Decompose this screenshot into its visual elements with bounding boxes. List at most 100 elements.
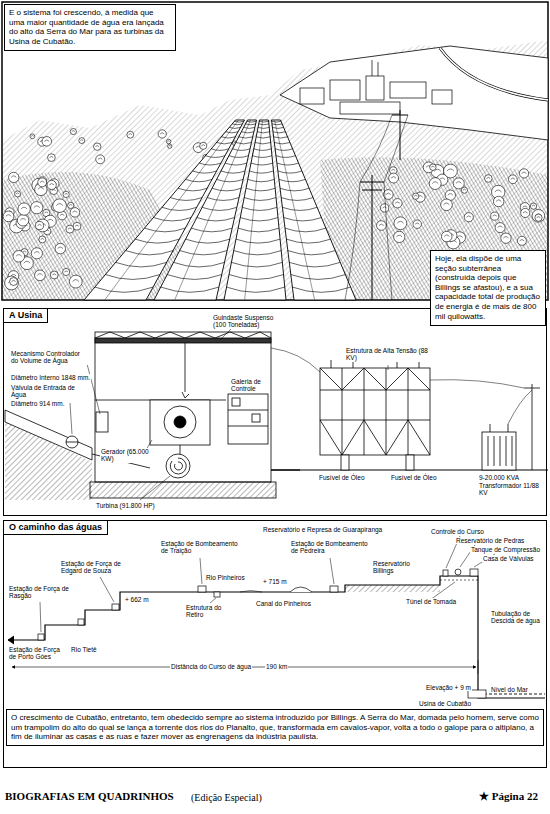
water-profile xyxy=(198,586,206,592)
water-profile xyxy=(112,604,119,610)
power-line xyxy=(345,182,360,300)
tree-canopy xyxy=(464,213,473,222)
tree-canopy xyxy=(498,226,503,228)
water-profile xyxy=(440,580,478,581)
part-label: Estação de Força de Rasgão xyxy=(8,585,70,600)
penstock-pipes xyxy=(272,121,281,123)
tree-canopy xyxy=(415,223,419,224)
penstock-pipes xyxy=(256,137,270,138)
tree-canopy xyxy=(94,143,101,150)
tree-canopy xyxy=(79,138,85,144)
penstock-pipes xyxy=(244,127,255,128)
part-label: Válvula de Entrada de Água xyxy=(10,384,92,399)
plant-section xyxy=(488,436,489,466)
tree-canopy xyxy=(493,215,497,216)
tree-canopy xyxy=(517,236,526,245)
penstock-pipes xyxy=(288,251,335,255)
penstock-pipes xyxy=(277,163,299,165)
tree-canopy xyxy=(65,193,68,195)
penstock-pipes xyxy=(279,179,305,181)
power-line xyxy=(360,115,392,182)
tree-canopy xyxy=(532,205,535,207)
penstock-pipes xyxy=(247,121,256,123)
penstock-pipes xyxy=(254,149,271,151)
tree-canopy xyxy=(10,278,18,286)
part-label: Diâmetro 914 mm. xyxy=(10,400,65,407)
part-label: Rio Pinheiros xyxy=(205,574,246,581)
tree-canopy xyxy=(444,235,449,237)
tree-canopy xyxy=(441,199,453,211)
tree-canopy xyxy=(456,182,462,184)
tree-canopy xyxy=(69,204,72,206)
penstock-pipes xyxy=(234,251,281,255)
plant-section xyxy=(66,442,78,443)
penstock-pipes xyxy=(211,149,228,151)
power-line xyxy=(362,190,382,191)
caption-box: Hoje, ela dispõe de uma seção subterrâne… xyxy=(430,250,546,326)
plant-buildings xyxy=(300,88,324,104)
tree-canopy xyxy=(21,207,27,209)
penstock-pipes xyxy=(233,149,250,151)
power-line xyxy=(400,110,401,160)
tree-canopy xyxy=(30,134,35,139)
leader-line xyxy=(430,582,455,600)
tree-canopy xyxy=(395,202,400,203)
part-label: 190 km xyxy=(265,663,288,670)
tree-canopy xyxy=(493,196,503,206)
plant-buildings xyxy=(330,80,360,100)
tree-canopy xyxy=(394,217,407,230)
leader-line xyxy=(446,536,460,568)
power-line xyxy=(392,115,408,116)
leader-line xyxy=(140,476,170,500)
tree-canopy xyxy=(48,154,56,162)
plant-section xyxy=(524,388,540,389)
water-profile xyxy=(478,660,479,674)
tree-canopy xyxy=(16,255,22,257)
penstock-pipes xyxy=(193,171,217,173)
leader-line xyxy=(143,440,152,455)
penstock-pipes xyxy=(144,228,185,232)
tree-canopy xyxy=(68,202,74,208)
tree-canopy xyxy=(158,130,166,138)
tree-canopy xyxy=(17,215,28,226)
water-profile xyxy=(345,585,440,592)
tree-canopy xyxy=(432,182,438,184)
tree-canopy xyxy=(18,203,30,215)
tree-canopy xyxy=(35,270,46,281)
penstock-pipes xyxy=(291,275,346,280)
penstock-pipes xyxy=(234,121,243,123)
part-label: Tanque de Compressão xyxy=(470,546,541,553)
leader-line xyxy=(100,577,114,602)
penstock-pipes xyxy=(280,188,309,191)
penstock-pipes xyxy=(191,228,232,232)
tree-canopy xyxy=(496,200,501,202)
tree-canopy xyxy=(414,195,417,197)
tree-canopy xyxy=(503,237,508,239)
tree-canopy xyxy=(31,202,43,214)
penstock-pipes xyxy=(259,121,268,123)
high-voltage-structure xyxy=(342,368,343,455)
penstock-pipes xyxy=(161,287,219,292)
penstock-pipes xyxy=(273,132,285,133)
leader-line xyxy=(70,328,388,500)
footer-text: BIOGRAFIAS EM QUADRINHOS xyxy=(4,790,175,803)
part-label: Controle do Curso xyxy=(430,528,485,535)
plant-buildings xyxy=(390,82,426,98)
penstock-pipes xyxy=(281,198,313,201)
penstock-pipes xyxy=(292,287,350,292)
high-voltage-structure xyxy=(320,368,430,390)
tree-canopy xyxy=(42,137,52,147)
tree-canopy xyxy=(37,274,42,276)
caption-box: O crescimento de Cubatão, entretanto, te… xyxy=(6,709,544,746)
tree-canopy xyxy=(31,135,33,137)
penstock-pipes xyxy=(242,207,277,210)
leader-line xyxy=(200,558,202,584)
penstock-pipes xyxy=(245,123,255,125)
plant-section xyxy=(406,455,414,470)
tree-canopy xyxy=(508,175,517,184)
part-label: Turbina (91.800 HP) xyxy=(95,502,156,509)
plant-section xyxy=(532,384,533,470)
tree-canopy xyxy=(166,139,171,144)
part-label: Reservatório e Represa de Guarapiranga xyxy=(262,526,383,533)
tree-canopy xyxy=(535,214,542,221)
